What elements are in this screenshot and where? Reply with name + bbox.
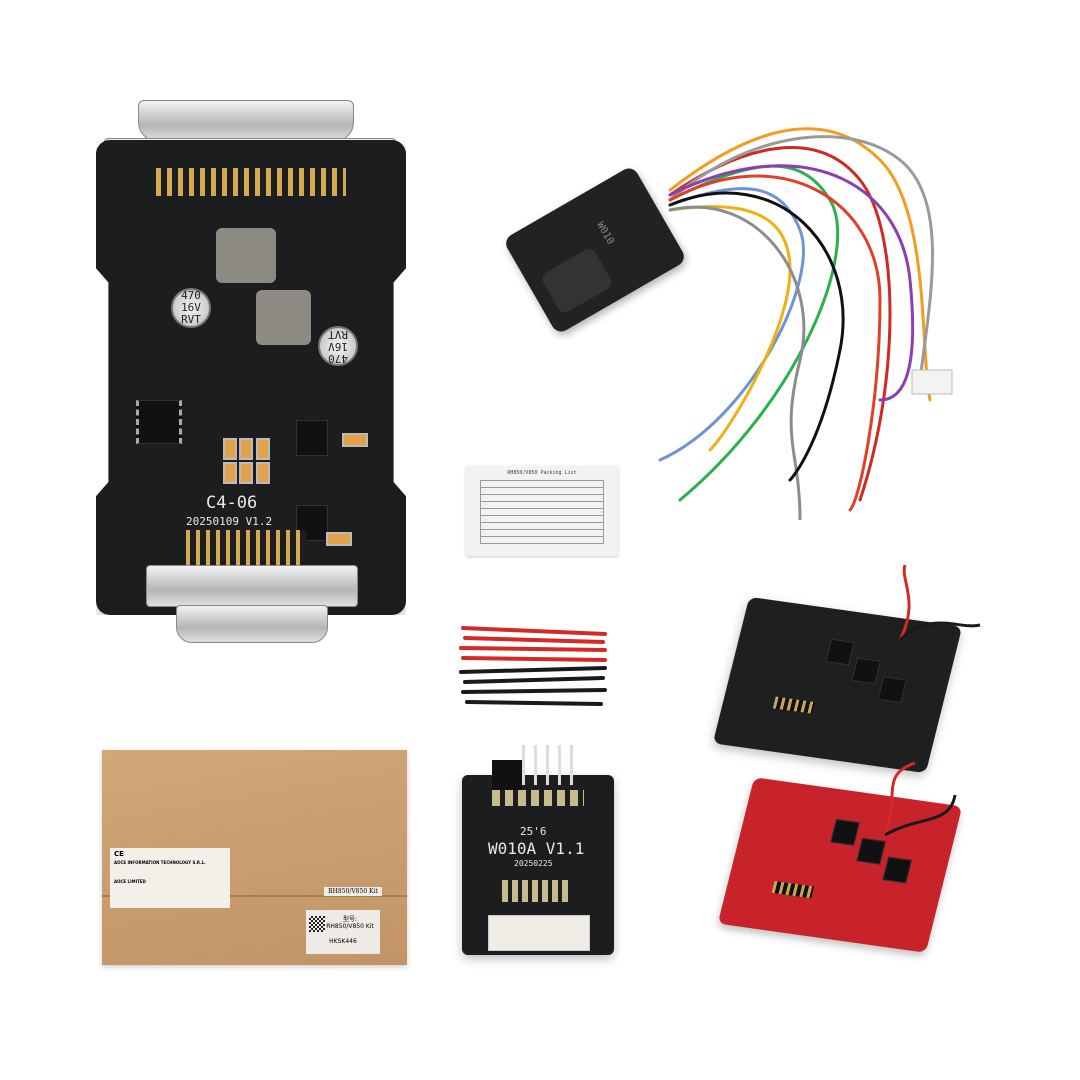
smd-capacitor [239, 438, 253, 460]
qr-code-icon [309, 916, 325, 932]
company-name-2: AOCE LIMITED [114, 879, 146, 884]
connector-face [539, 246, 615, 316]
red-wire [459, 646, 607, 652]
header-pins-top [156, 168, 346, 196]
db15-connector-bottom [146, 565, 358, 607]
connector-label: W010 [594, 220, 616, 247]
smd-capacitor [223, 462, 237, 484]
smd-capacitor [256, 462, 270, 484]
header-socket [492, 760, 522, 790]
regulator [296, 420, 328, 456]
red-wire [463, 636, 605, 644]
packing-list-title: RH850/V850 Packing List [507, 470, 577, 476]
black-wire [463, 676, 605, 684]
smd-capacitor [256, 438, 270, 460]
wire [668, 164, 915, 402]
db25-connector-top [138, 100, 354, 142]
box-lid-edge [102, 895, 407, 897]
adapter-board: 470 16V RVT 470 16V RVT C4-06 20250109 V… [96, 100, 406, 645]
w010a-board: 25'6 W010A V1.1 20250225 [462, 745, 614, 955]
smd-capacitor [342, 433, 368, 447]
module-leads [898, 564, 981, 642]
kit-box: CE AOCE INFORMATION TECHNOLOGY S.R.L. AO… [102, 750, 407, 965]
header-pins-bottom [186, 530, 306, 570]
company-label: CE AOCE INFORMATION TECHNOLOGY S.R.L. AO… [110, 848, 230, 908]
capacitor: 470 16V RVT [171, 288, 211, 328]
pin-header [772, 696, 816, 714]
red-module-leads [883, 761, 957, 837]
packing-list-card: RH850/V850 Packing List [466, 466, 618, 556]
wire [668, 127, 932, 402]
red-lead [898, 564, 911, 641]
wire [658, 187, 805, 462]
black-wire [461, 688, 607, 694]
black-wire [465, 700, 603, 706]
red-wire [461, 626, 607, 636]
mosfet [851, 657, 881, 685]
mosfet [882, 856, 912, 884]
product-label: 型号: RH850/V850 Kit HKSK446 [306, 910, 380, 954]
pin-header [771, 881, 815, 899]
board-model-label: W010A V1.1 [488, 839, 585, 858]
board-model-label: C4-06 [206, 493, 258, 513]
cable-harness [658, 127, 953, 520]
board-marking: 25'6 [520, 825, 547, 838]
jst-socket [488, 915, 590, 951]
jumper-wires [459, 626, 607, 706]
inductor [256, 290, 311, 345]
mosfet [830, 819, 860, 846]
smd-capacitor [326, 532, 352, 546]
ic-chip [136, 400, 182, 444]
board-date-label: 20250225 [514, 859, 553, 868]
capacitor: 470 16V RVT [318, 326, 358, 366]
product-code: HKSK446 [329, 938, 357, 945]
board-date-version-label: 20250109 V1.2 [186, 515, 273, 528]
wire [668, 191, 845, 482]
product-label-name: RH850/V850 Kit [326, 923, 374, 930]
db15-connector-shell [176, 605, 328, 643]
black-lead [884, 794, 957, 837]
mosfet [825, 638, 855, 666]
solder-pads [502, 880, 572, 902]
inductor [216, 228, 276, 283]
wire [668, 205, 806, 520]
packing-list-table [480, 480, 604, 544]
pin-header-top [522, 745, 582, 785]
smd-capacitor [223, 438, 237, 460]
red-wire [461, 656, 607, 662]
black-lead [898, 621, 981, 642]
black-wire [459, 666, 607, 674]
company-name-1: AOCE INFORMATION TECHNOLOGY S.R.L. [114, 860, 206, 865]
product-label-title: 型号: [342, 916, 358, 923]
wire [668, 135, 934, 382]
side-label: RH850/V850 Kit [324, 887, 382, 896]
wire [668, 146, 892, 502]
mosfet [877, 676, 908, 704]
red-lead [883, 761, 916, 836]
jst-connector [911, 369, 953, 395]
solder-pads [492, 790, 584, 806]
ce-logo: CE [114, 850, 124, 858]
wire [668, 164, 840, 502]
smd-capacitor [239, 462, 253, 484]
wire [668, 174, 882, 512]
